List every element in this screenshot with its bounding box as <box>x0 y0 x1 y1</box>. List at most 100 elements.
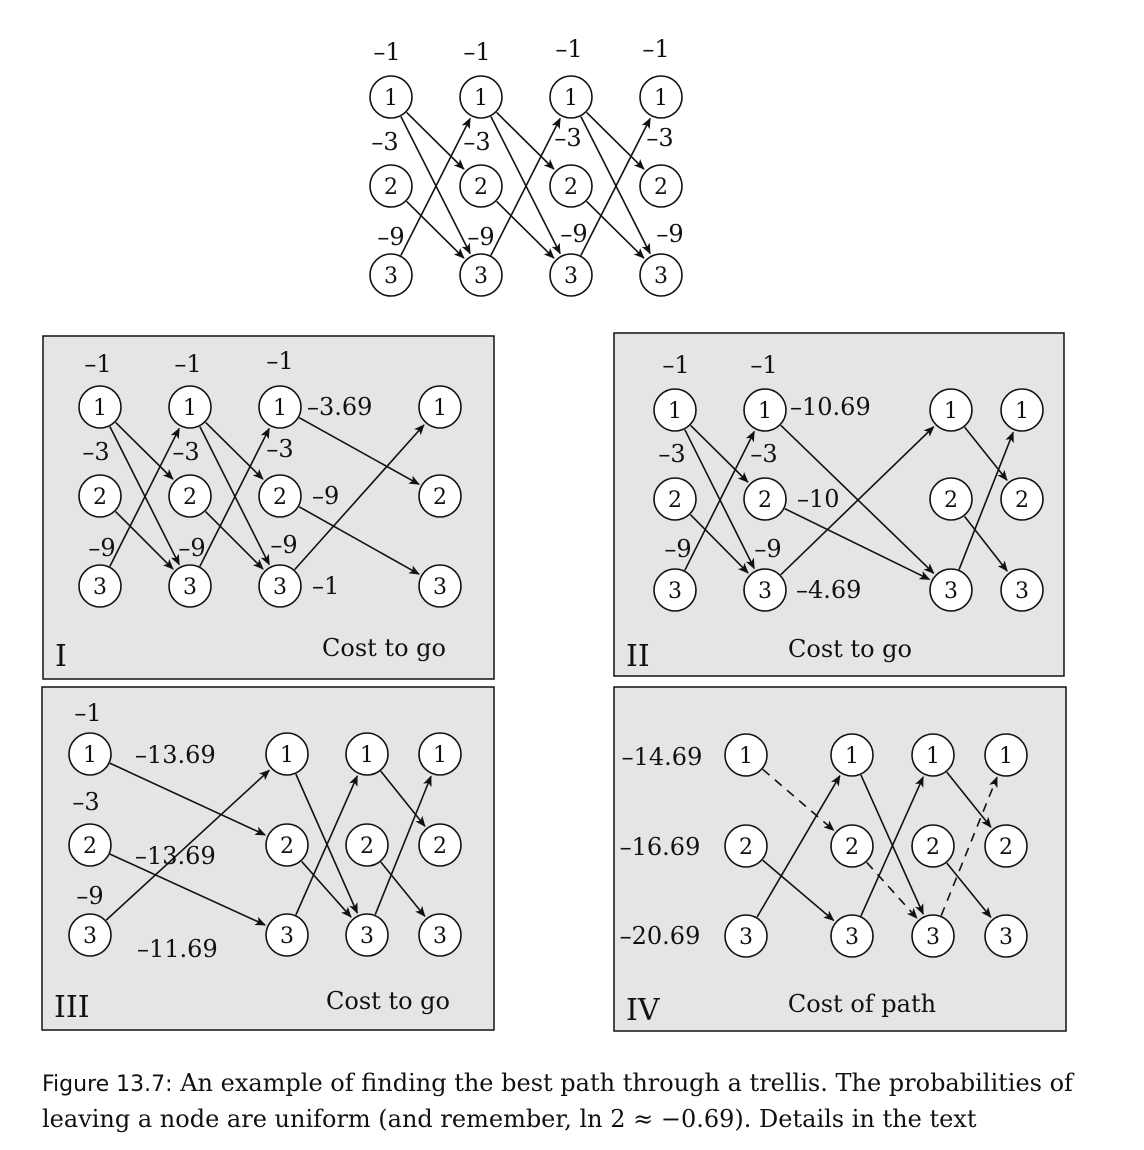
trellis-node: 2 <box>369 164 413 208</box>
trellis-node: 3 <box>78 564 122 608</box>
node-circle <box>369 164 413 208</box>
trellis-edge <box>756 774 841 918</box>
trellis-edge <box>294 424 425 571</box>
node-label: 2 <box>926 835 940 860</box>
trellis-edge <box>964 426 1008 481</box>
trellis-edge <box>860 776 924 917</box>
node-circle <box>168 474 212 518</box>
node-label: 1 <box>360 743 374 768</box>
trellis-node: 2 <box>418 823 462 867</box>
panel-footer: Cost to go <box>322 634 446 662</box>
panel-II-labels: –1 –1 –3 –3 –9 –9 –10.69 –10 –4.69 II Co… <box>626 351 912 674</box>
trellis-edge <box>586 111 645 170</box>
node-circle <box>265 732 309 776</box>
node-label: 1 <box>654 86 668 111</box>
panel-III-labels: –1 –3 –9 –13.69 –13.69 –11.69 III Cost t… <box>54 699 450 1025</box>
trellis-node: 1 <box>549 75 593 119</box>
trellis-node: 3 <box>743 568 787 612</box>
trellis-node: 3 <box>68 913 112 957</box>
trellis-node: 3 <box>653 568 697 612</box>
node-circle <box>911 914 955 958</box>
cost-to-go-value: –10.69 <box>790 393 871 421</box>
stage-cost: –9 <box>664 535 691 563</box>
trellis-node: 2 <box>984 824 1028 868</box>
trellis-edge <box>295 775 359 916</box>
trellis-edge <box>400 116 471 255</box>
trellis-node: 2 <box>459 164 503 208</box>
node-label: 1 <box>739 744 753 769</box>
node-label: 3 <box>564 264 578 289</box>
trellis-edge <box>115 421 174 480</box>
node-circle <box>258 385 302 429</box>
node-label: 1 <box>83 743 97 768</box>
node-circle <box>265 823 309 867</box>
trellis-node: 3 <box>265 913 309 957</box>
node-label: 3 <box>845 925 859 950</box>
node-label: 3 <box>944 579 958 604</box>
node-label: 1 <box>93 396 107 421</box>
stage-cost: –9 <box>88 534 115 562</box>
stage-cost: –9 <box>754 535 781 563</box>
node-circle <box>984 824 1028 868</box>
trellis-node: 2 <box>639 164 683 208</box>
trellis-edge <box>400 117 471 256</box>
top-cost-1: –1 <box>642 35 669 63</box>
trellis-node: 1 <box>258 385 302 429</box>
trellis-edge <box>496 200 555 259</box>
node-label: 2 <box>280 834 294 859</box>
node-label: 3 <box>83 924 97 949</box>
node-label: 2 <box>474 175 488 200</box>
node-circle <box>258 564 302 608</box>
trellis-node: 3 <box>984 914 1028 958</box>
trellis-edge <box>940 776 998 916</box>
top-cost-3: –3 <box>371 128 398 156</box>
node-label: 2 <box>654 175 668 200</box>
trellis-edge <box>866 861 918 919</box>
trellis-node: 3 <box>459 253 503 297</box>
cost-to-go-value: –3.69 <box>307 393 372 421</box>
trellis-node: 2 <box>418 474 462 518</box>
trellis-node: 3 <box>1000 568 1044 612</box>
node-circle <box>743 568 787 612</box>
trellis-node: 1 <box>929 388 973 432</box>
node-label: 3 <box>739 925 753 950</box>
node-label: 1 <box>758 399 772 424</box>
trellis-edge <box>109 853 266 926</box>
node-circle <box>929 477 973 521</box>
panel-I-labels: –1 –1 –1 –3 –3 –3 –9 –9 –9 –3.69 –9 –1 I… <box>55 347 446 674</box>
stage-cost: –1 <box>174 350 201 378</box>
node-label: 2 <box>83 834 97 859</box>
trellis-node: 3 <box>168 564 212 608</box>
top-cost-3: –3 <box>554 124 581 152</box>
node-label: 2 <box>944 488 958 513</box>
trellis-node: 3 <box>369 253 413 297</box>
node-circle <box>1000 388 1044 432</box>
node-circle <box>830 733 874 777</box>
trellis-edge <box>406 111 465 170</box>
trellis-edge <box>780 426 935 576</box>
trellis-edge <box>946 771 992 828</box>
trellis-edge <box>684 430 755 571</box>
cost-to-go-value: –13.69 <box>135 741 216 769</box>
node-label: 2 <box>845 835 859 860</box>
cost-of-path-value: –14.69 <box>622 743 703 771</box>
node-circle <box>265 913 309 957</box>
node-label: 3 <box>926 925 940 950</box>
trellis-node: 1 <box>911 733 955 777</box>
trellis-node: 3 <box>911 914 955 958</box>
top-cost-3: –3 <box>646 124 673 152</box>
trellis-node: 2 <box>743 477 787 521</box>
node-label: 1 <box>1015 399 1029 424</box>
trellis-node: 3 <box>418 564 462 608</box>
cost-to-go-value: –13.69 <box>135 842 216 870</box>
node-circle <box>345 732 389 776</box>
node-circle <box>459 164 503 208</box>
node-circle <box>743 477 787 521</box>
node-label: 2 <box>668 488 682 513</box>
trellis-edge <box>580 116 651 255</box>
cost-of-path-value: –20.69 <box>620 922 701 950</box>
node-label: 2 <box>739 835 753 860</box>
node-label: 3 <box>273 575 287 600</box>
trellis-node: 1 <box>653 388 697 432</box>
trellis-edge <box>199 426 270 566</box>
